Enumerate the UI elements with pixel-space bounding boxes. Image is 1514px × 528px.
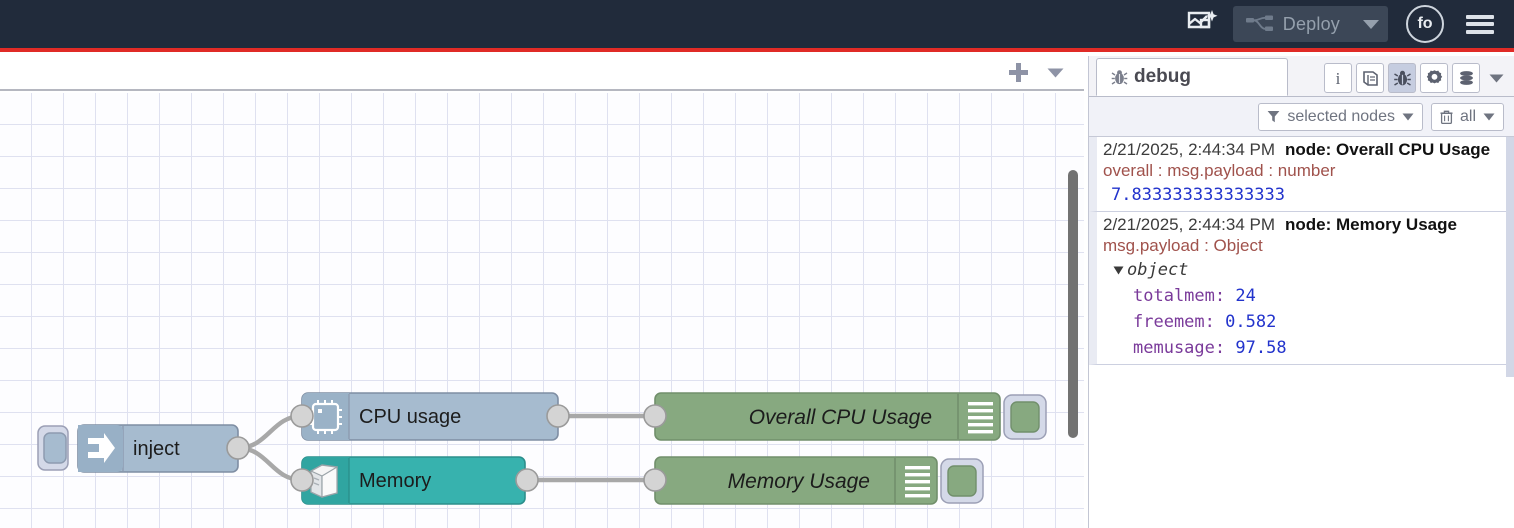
debug-cpu-toggle-inner[interactable] (1010, 401, 1040, 433)
debug-node-filter-button[interactable]: selected nodes (1258, 102, 1423, 131)
debug-message-header: 2/21/2025, 2:44:34 PM node: Overall CPU … (1103, 140, 1508, 160)
tab-debug[interactable]: debug (1096, 58, 1288, 96)
debug-node-filter-label: selected nodes (1287, 107, 1395, 125)
hamburger-menu-icon[interactable] (1462, 5, 1498, 43)
debug-message-value: 7.833333333333333 (1111, 185, 1285, 205)
app-header: Deploy fo (0, 0, 1514, 52)
workspace: inject (0, 56, 1084, 528)
cpu-output-port[interactable] (546, 404, 570, 428)
node-memory-usage[interactable]: Memory Usage (643, 456, 984, 505)
header-actions: Deploy fo (1179, 4, 1514, 44)
add-flow-button[interactable] (1000, 58, 1036, 88)
debug-message[interactable]: 2/21/2025, 2:44:34 PM node: Memory Usage… (1089, 212, 1514, 365)
menu-bar (1466, 14, 1494, 19)
memory-output-port[interactable] (515, 468, 539, 492)
node-memory[interactable]: Memory (290, 456, 539, 505)
inject-trigger-button-inner[interactable] (43, 432, 67, 464)
flow-canvas[interactable]: inject (0, 93, 1084, 528)
context-data-icon[interactable] (1452, 63, 1480, 93)
debug-message-timestamp: 2/21/2025, 2:44:34 PM (1103, 140, 1276, 159)
debug-object-key: totalmem: (1133, 286, 1226, 306)
funnel-icon (1267, 111, 1280, 123)
debug-object-value: 24 (1235, 286, 1256, 306)
debug-message-timestamp: 2/21/2025, 2:44:34 PM (1103, 215, 1276, 234)
help-book-icon[interactable] (1356, 63, 1384, 93)
debug-clear-label: all (1459, 107, 1476, 125)
debug-message-topic: overall : msg.payload : number (1103, 161, 1336, 180)
caret-down-icon (1113, 266, 1124, 274)
node-cpu-usage[interactable]: CPU usage (290, 392, 570, 441)
config-gear-icon[interactable] (1420, 63, 1448, 93)
debug-mem-node-label: Memory Usage (728, 470, 870, 493)
memory-input-port[interactable] (290, 468, 314, 492)
debug-cpu-node-label: Overall CPU Usage (749, 406, 932, 429)
image-sparkle-icon[interactable] (1179, 4, 1225, 44)
debug-message-source: node: Overall CPU Usage (1285, 140, 1491, 159)
debug-filter-row: selected nodes all (1089, 97, 1514, 137)
arrow-right-icon (88, 433, 115, 463)
plus-icon (1008, 63, 1028, 82)
user-avatar[interactable]: fo (1406, 5, 1444, 43)
bug-icon (1111, 69, 1128, 85)
info-icon[interactable]: i (1324, 63, 1352, 93)
node-overall-cpu-usage[interactable]: Overall CPU Usage (643, 392, 1047, 441)
debug-message[interactable]: 2/21/2025, 2:44:34 PM node: Overall CPU … (1089, 137, 1514, 212)
sidebar-tab-row: debug i (1089, 56, 1514, 97)
deploy-dropdown-toggle[interactable] (1354, 6, 1388, 42)
tab-debug-label: debug (1134, 66, 1191, 87)
debug-message-source: node: Memory Usage (1285, 215, 1457, 234)
debug-message-topic: msg.payload : Object (1103, 236, 1263, 255)
debug-vertical-scrollbar[interactable] (1506, 137, 1514, 377)
deploy-button-label: Deploy (1282, 13, 1340, 34)
user-initials: fo (1417, 15, 1433, 32)
debug-object-value: 0.582 (1225, 312, 1277, 332)
menu-bar (1466, 22, 1494, 26)
canvas-vertical-scrollbar[interactable] (1068, 170, 1078, 438)
inject-node-label: inject (133, 438, 180, 460)
server-box-icon (310, 464, 338, 498)
svg-text:i: i (1336, 69, 1341, 88)
chevron-down-icon (1363, 19, 1379, 29)
chevron-down-icon (1402, 113, 1414, 120)
debug-message-list[interactable]: 2/21/2025, 2:44:34 PM node: Overall CPU … (1089, 137, 1514, 527)
node-inject[interactable]: inject (37, 424, 250, 473)
cpu-input-port[interactable] (290, 404, 314, 428)
sidebar-tools-more-button[interactable] (1484, 63, 1508, 93)
chevron-down-icon (1047, 68, 1063, 77)
debug-cpu-input-port[interactable] (643, 404, 667, 428)
debug-clear-button[interactable]: all (1430, 102, 1504, 131)
debug-lines-icon (968, 402, 993, 434)
debug-object-expander[interactable]: object (1103, 260, 1508, 280)
inject-output-port[interactable] (226, 436, 250, 460)
deploy-nodes-icon (1245, 15, 1273, 31)
memory-node-label: Memory (359, 470, 431, 492)
deploy-button-main[interactable]: Deploy (1233, 6, 1354, 42)
debug-object-key: freemem: (1133, 312, 1215, 332)
chevron-down-icon (1483, 113, 1495, 120)
debug-mem-toggle-inner[interactable] (947, 465, 977, 497)
sidebar-panel: debug i (1088, 56, 1514, 528)
flow-tab-bar (0, 56, 1084, 91)
debug-lines-icon (905, 466, 930, 498)
menu-bar (1466, 29, 1494, 34)
debug-object-label: object (1127, 260, 1189, 280)
debug-mem-input-port[interactable] (643, 468, 667, 492)
chevron-down-icon (1489, 74, 1503, 82)
cpu-node-label: CPU usage (359, 406, 461, 428)
debug-message-header: 2/21/2025, 2:44:34 PM node: Memory Usage (1103, 215, 1508, 235)
debug-bug-icon[interactable] (1388, 63, 1416, 93)
debug-object-value: 97.58 (1235, 338, 1287, 358)
debug-object-key: memusage: (1133, 338, 1226, 358)
debug-object-row: memusage: 97.58 (1103, 338, 1508, 358)
trash-icon (1440, 110, 1453, 124)
deploy-button[interactable]: Deploy (1232, 6, 1388, 42)
flow-tab-menu-button[interactable] (1040, 58, 1070, 88)
sidebar-tool-icons: i (1324, 63, 1508, 93)
debug-object-row: totalmem: 24 (1103, 286, 1508, 306)
debug-object-row: freemem: 0.582 (1103, 312, 1508, 332)
